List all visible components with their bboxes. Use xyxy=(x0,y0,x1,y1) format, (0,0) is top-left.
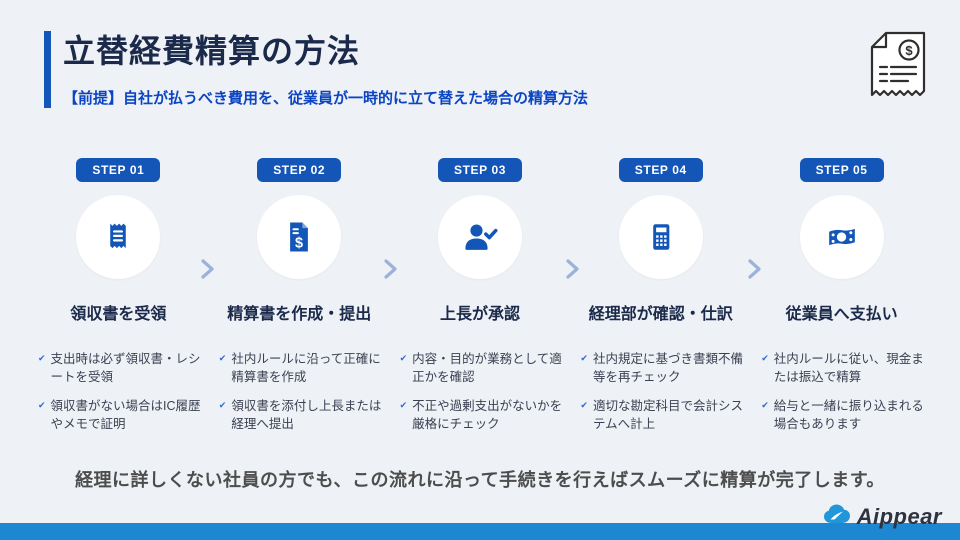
step-badge: STEP 02 xyxy=(257,158,342,182)
logo-text: Aippear xyxy=(856,503,942,529)
steps-row: STEP 01 領収書を受領 ✔支出時は必ず領収書・レシートを受領 ✔領収書がな… xyxy=(28,158,932,445)
check-bullet-icon: ✔ xyxy=(399,400,408,411)
step-badge: STEP 03 xyxy=(437,158,522,182)
list-item: ✔領収書を添付し上長または経理へ提出 xyxy=(219,397,382,433)
list-item: ✔不正や過剰支出がないかを厳格にチェック xyxy=(400,397,563,433)
banknote-icon xyxy=(799,195,884,279)
check-bullet-icon: ✔ xyxy=(218,353,227,363)
page-subtitle: 【前提】自社が払うべき費用を、従業員が一時的に立て替えた場合の精算方法 xyxy=(63,90,589,107)
list-item: ✔社内ルールに従い、現金または振込で精算 xyxy=(761,350,924,386)
step-column-4: STEP 04 経理部が確認・仕訳 ✔社内規定に基づき書類不備等を再チェック ✔… xyxy=(570,158,751,445)
bullet-list: ✔内容・目的が業務として適正かを確認 ✔不正や過剰支出がないかを厳格にチェック xyxy=(390,350,571,434)
bullet-list: ✔社内ルールに従い、現金または振込で精算 ✔給与と一緒に振り込まれる場合もありま… xyxy=(751,350,932,434)
step-column-1: STEP 01 領収書を受領 ✔支出時は必ず領収書・レシートを受領 ✔領収書がな… xyxy=(28,158,209,445)
step-column-5: STEP 05 従業員へ支払い ✔社内ルールに従い、現金または振込で精算 ✔給与… xyxy=(751,158,932,445)
receipt-outline-icon: $ xyxy=(858,27,936,110)
check-bullet-icon: ✔ xyxy=(38,400,46,411)
step-title: 上長が承認 xyxy=(439,306,520,323)
step-title: 領収書を受領 xyxy=(70,306,167,323)
check-bullet-icon: ✔ xyxy=(580,353,588,363)
step-badge: STEP 05 xyxy=(799,158,884,182)
check-bullet-icon: ✔ xyxy=(38,353,46,363)
list-item: ✔領収書がない場合はIC履歴やメモで証明 xyxy=(38,397,201,433)
bullet-list: ✔支出時は必ず領収書・レシートを受領 ✔領収書がない場合はIC履歴やメモで証明 xyxy=(28,350,209,434)
approver-check-icon xyxy=(437,195,522,279)
step-title: 経理部が確認・仕訳 xyxy=(588,306,733,323)
chevron-right-icon xyxy=(200,258,215,285)
receipt-icon xyxy=(76,195,161,279)
list-item: ✔支出時は必ず領収書・レシートを受領 xyxy=(38,350,201,386)
expense-report-icon: $ xyxy=(257,195,342,279)
step-column-2: STEP 02 $ 精算書を作成・提出 ✔社内ルールに沿って正確に精算書を作成 … xyxy=(209,158,390,445)
svg-text:$: $ xyxy=(905,43,913,58)
closing-message: 経理に詳しくない社員の方でも、この流れに沿って手続きを行えばスムーズに精算が完了… xyxy=(75,470,885,490)
step-badge: STEP 04 xyxy=(618,158,703,182)
check-bullet-icon: ✔ xyxy=(580,400,588,411)
check-bullet-icon: ✔ xyxy=(399,353,408,363)
check-bullet-icon: ✔ xyxy=(218,400,227,411)
list-item: ✔社内ルールに沿って正確に精算書を作成 xyxy=(219,350,382,386)
title-accent-bar xyxy=(44,31,51,108)
list-item: ✔適切な勘定科目で会計システムへ計上 xyxy=(580,397,743,433)
bullet-list: ✔社内ルールに沿って正確に精算書を作成 ✔領収書を添付し上長または経理へ提出 xyxy=(209,350,390,434)
chevron-right-icon xyxy=(383,258,398,285)
logo: Aippear xyxy=(822,502,942,531)
step-title: 従業員へ支払い xyxy=(785,306,898,323)
bullet-list: ✔社内規定に基づき書類不備等を再チェック ✔適切な勘定科目で会計システムへ計上 xyxy=(570,350,751,434)
footer-bar xyxy=(0,523,960,540)
chevron-right-icon xyxy=(565,258,580,285)
list-item: ✔内容・目的が業務として適正かを確認 xyxy=(400,350,563,386)
step-badge: STEP 01 xyxy=(76,158,161,182)
svg-text:$: $ xyxy=(295,236,303,252)
chevron-right-icon xyxy=(747,258,762,285)
calculator-icon xyxy=(618,195,703,279)
check-bullet-icon: ✔ xyxy=(761,400,769,411)
step-column-3: STEP 03 上長が承認 ✔内容・目的が業務として適正かを確認 ✔不正や過剰支… xyxy=(390,158,571,445)
check-bullet-icon: ✔ xyxy=(761,353,769,363)
page-title: 立替経費精算の方法 xyxy=(63,33,361,69)
step-title: 精算書を作成・提出 xyxy=(227,306,372,323)
list-item: ✔社内規定に基づき書類不備等を再チェック xyxy=(580,350,743,386)
list-item: ✔給与と一緒に振り込まれる場合もあります xyxy=(761,397,924,433)
cloud-logo-icon xyxy=(822,502,854,531)
